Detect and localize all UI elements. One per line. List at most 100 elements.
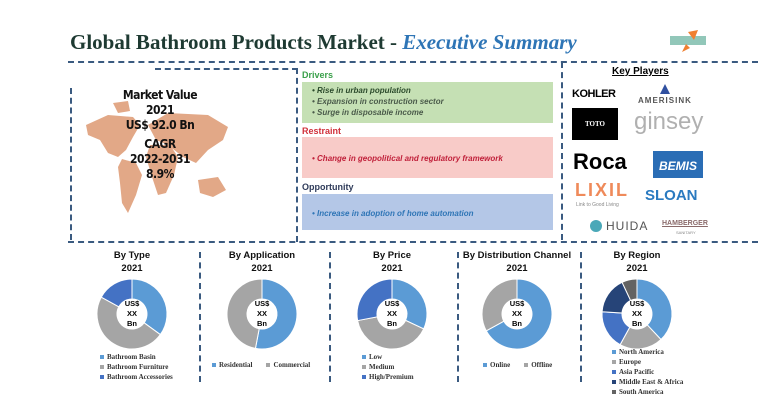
chart-title-text: By Distribution Channel [462,250,572,261]
legend-item: Asia Pacific [612,367,683,377]
legend-swatch [612,360,616,365]
toto-text: TOTO [585,120,605,128]
cagr-label: CAGR [144,137,176,151]
center-text: XX [631,309,642,318]
legend-swatch [612,350,616,355]
legend-item: Low [362,352,414,362]
center-text: US$ [629,299,645,308]
chart-title-text: By Type [113,250,151,261]
divider-chart-4 [580,252,582,382]
donut-slice-medium [357,316,425,350]
logo-roca: Roca [573,149,627,174]
chart-title-text: By Application [228,250,296,261]
title-main: Global Bathroom Products Market - [70,30,403,54]
chart-title: By Price 2021 [327,249,457,275]
legend-label: Low [369,353,383,361]
legend-swatch [524,363,529,368]
logo-kohler: KOHLER [572,88,616,100]
legend-item: High/Premium [362,372,414,382]
center-text: US$ [509,299,525,308]
logo-hamberger-sub: SANITARY [676,230,696,235]
key-players-title: Key Players [612,66,669,77]
legend-label: Residential [219,361,253,369]
market-value-block: Market Value 2021 US$ 92.0 Bn CAGR 2022-… [110,88,210,182]
logo-ginsey: ginsey [634,108,704,135]
donut-chart [481,278,553,350]
divider-top [68,61,758,63]
page-title: Global Bathroom Products Market - Execut… [70,30,577,55]
market-value: US$ 92.0 Bn [125,118,195,132]
driver-text: Rise in urban population [317,86,411,95]
chart-title: By Distribution Channel 2021 [452,249,582,275]
chart-year: 2021 [121,263,143,274]
center-text: US$ [254,299,270,308]
logo-amerisink: AMERISINK [638,96,692,105]
legend-item: Offline [524,361,552,369]
legend-label: Bathroom Furniture [107,363,169,371]
legend-swatch [212,363,216,368]
chart-title-text: By Price [372,250,412,261]
driver-item: • Rise in urban population [312,86,411,95]
legend-label: Europe [619,358,642,366]
driver-text: Surge in disposable income [317,108,424,117]
donut-slice-high-premium [356,278,393,322]
donut-slice-bathroom-furniture [96,296,162,350]
legend-item: Bathroom Basin [100,352,173,362]
donut-slice-offline [481,278,518,332]
donut-slice-south-america [621,278,638,302]
donut-slice-low [391,278,428,330]
legend-item: Online [483,361,510,369]
opportunity-text: Increase in adoption of home automation [317,209,474,218]
chart-year: 2021 [626,263,648,274]
restraint-item: • Change in geopolitical and regulatory … [312,154,503,163]
logo-bemis: BEMIS [653,151,703,178]
chart-year: 2021 [381,263,403,274]
driver-item: • Expansion in construction sector [312,97,444,106]
logo-amerisink-icon [660,84,670,94]
chart-legend: Online Offline [483,360,566,370]
legend-item: Bathroom Furniture [100,362,173,372]
cagr-period: 2022-2031 [129,152,191,166]
legend-label: Online [490,361,511,369]
legend-swatch [100,365,104,370]
center-text: Bn [632,319,642,328]
legend-swatch [362,365,366,370]
logo-sloan: SLOAN [645,187,698,204]
legend-swatch [612,390,616,395]
legend-item: Bathroom Accessories [100,372,173,382]
legend-swatch [612,370,616,375]
logo-toto: TOTO [572,108,618,140]
chart-year: 2021 [506,263,528,274]
donut-slice-bathroom-accessories [100,278,133,308]
donut-slice-commercial [226,278,263,349]
legend-swatch [612,380,616,385]
drivers-label: Drivers [302,70,334,80]
legend-item: Medium [362,362,414,372]
logo-lixil: LIXIL [575,180,629,200]
legend-swatch [483,363,487,368]
legend-item: Residential [212,361,252,369]
logo-huida: HUIDA [606,219,649,233]
center-text: Bn [257,319,267,328]
center-text: XX [126,309,137,318]
center-text: XX [256,309,267,318]
bemis-text: BEMIS [658,159,697,173]
donut-chart [226,278,298,350]
chart-title: By Type 2021 [67,249,197,275]
drivers-box: • Rise in urban population • Expansion i… [302,82,553,123]
market-value-year: 2021 [145,103,175,117]
divider-middle [68,241,758,243]
world-map-icon [86,101,228,213]
center-text: US$ [124,299,140,308]
divider-chart-2 [329,252,331,382]
divider-keyplayers [561,62,563,240]
donut-chart [356,278,428,350]
center-text: Bn [387,319,397,328]
driver-item: • Surge in disposable income [312,108,424,117]
opportunity-box: • Increase in adoption of home automatio… [302,194,553,230]
